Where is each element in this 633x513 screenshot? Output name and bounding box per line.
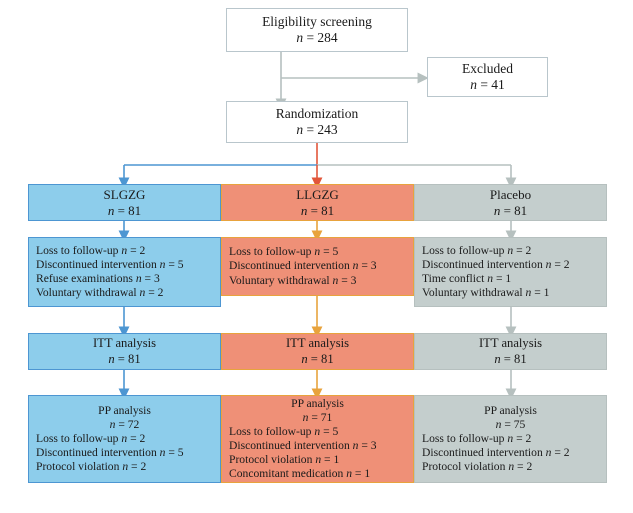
- group-header-label: LLGZG: [296, 186, 339, 202]
- itt-count: n = 81: [494, 351, 527, 366]
- itt-count: n = 81: [301, 351, 334, 366]
- node-excluded: Excluded n = 41: [427, 57, 548, 97]
- pp-count: n = 72: [109, 417, 140, 431]
- pp-reason-item: Loss to follow-up n = 2: [422, 431, 532, 445]
- pp-reason-item: Discontinued intervention n = 5: [36, 446, 184, 460]
- attrition-item: Voluntary withdrawal n = 2: [36, 286, 164, 300]
- pp-reason-item: Protocol violation n = 2: [36, 460, 147, 474]
- pp-reason-item: Protocol violation n = 2: [422, 460, 533, 474]
- attrition-item: Voluntary withdrawal n = 3: [229, 273, 357, 287]
- randomization-count: n = 243: [296, 122, 338, 137]
- group-header-placebo: Placebo n = 81: [414, 184, 607, 221]
- attrition-item: Time conflict n = 1: [422, 272, 512, 285]
- randomization-label: Randomization: [275, 105, 359, 121]
- node-randomization: Randomization n = 243: [226, 101, 408, 143]
- group-pp-slgzg: PP analysis n = 72 Loss to follow-up n =…: [28, 395, 221, 483]
- eligibility-label: Eligibility screening: [262, 13, 372, 29]
- group-attrition-llgzg: Loss to follow-up n = 5 Discontinued int…: [221, 237, 414, 296]
- pp-label: PP analysis: [98, 403, 151, 417]
- pp-count: n = 75: [495, 417, 526, 431]
- pp-reason-item: Protocol violation n = 1: [229, 453, 340, 467]
- attrition-item: Discontinued intervention n = 5: [36, 257, 184, 271]
- pp-reason-item: Discontinued intervention n = 2: [422, 446, 570, 460]
- attrition-item: Discontinued intervention n = 3: [229, 259, 377, 273]
- pp-label: PP analysis: [484, 403, 537, 417]
- group-header-llgzg: LLGZG n = 81: [221, 184, 414, 221]
- pp-reason-item: Loss to follow-up n = 5: [229, 424, 339, 438]
- group-itt-llgzg: ITT analysis n = 81: [221, 333, 414, 370]
- group-pp-placebo: PP analysis n = 75 Loss to follow-up n =…: [414, 395, 607, 483]
- group-header-count: n = 81: [493, 202, 528, 218]
- group-header-count: n = 81: [107, 202, 142, 218]
- group-itt-placebo: ITT analysis n = 81: [414, 333, 607, 370]
- itt-label: ITT analysis: [478, 336, 543, 351]
- group-header-label: Placebo: [489, 186, 532, 202]
- group-pp-llgzg: PP analysis n = 71 Loss to follow-up n =…: [221, 395, 414, 483]
- pp-reason-item: Discontinued intervention n = 3: [229, 439, 377, 452]
- attrition-item: Loss to follow-up n = 2: [422, 243, 532, 257]
- attrition-item: Refuse examinations n = 3: [36, 272, 160, 285]
- pp-reason-item: Loss to follow-up n = 2: [36, 431, 146, 445]
- attrition-item: Loss to follow-up n = 5: [229, 245, 339, 259]
- group-itt-slgzg: ITT analysis n = 81: [28, 333, 221, 370]
- group-header-count: n = 81: [300, 202, 335, 218]
- pp-label: PP analysis: [291, 396, 344, 410]
- group-attrition-slgzg: Loss to follow-up n = 2 Discontinued int…: [28, 237, 221, 307]
- eligibility-count: n = 284: [296, 30, 338, 45]
- itt-count: n = 81: [108, 351, 141, 366]
- group-header-label: SLGZG: [103, 186, 146, 202]
- itt-label: ITT analysis: [92, 336, 157, 351]
- node-eligibility-screening: Eligibility screening n = 284: [226, 8, 408, 52]
- pp-count: n = 71: [302, 410, 333, 424]
- attrition-item: Loss to follow-up n = 2: [36, 243, 146, 257]
- attrition-item: Voluntary withdrawal n = 1: [422, 286, 550, 300]
- excluded-count: n = 41: [470, 77, 505, 92]
- itt-label: ITT analysis: [285, 336, 350, 351]
- excluded-label: Excluded: [462, 60, 513, 76]
- pp-reason-item: Concomitant medication n = 1: [229, 467, 371, 481]
- attrition-item: Discontinued intervention n = 2: [422, 257, 570, 271]
- group-attrition-placebo: Loss to follow-up n = 2 Discontinued int…: [414, 237, 607, 307]
- group-header-slgzg: SLGZG n = 81: [28, 184, 221, 221]
